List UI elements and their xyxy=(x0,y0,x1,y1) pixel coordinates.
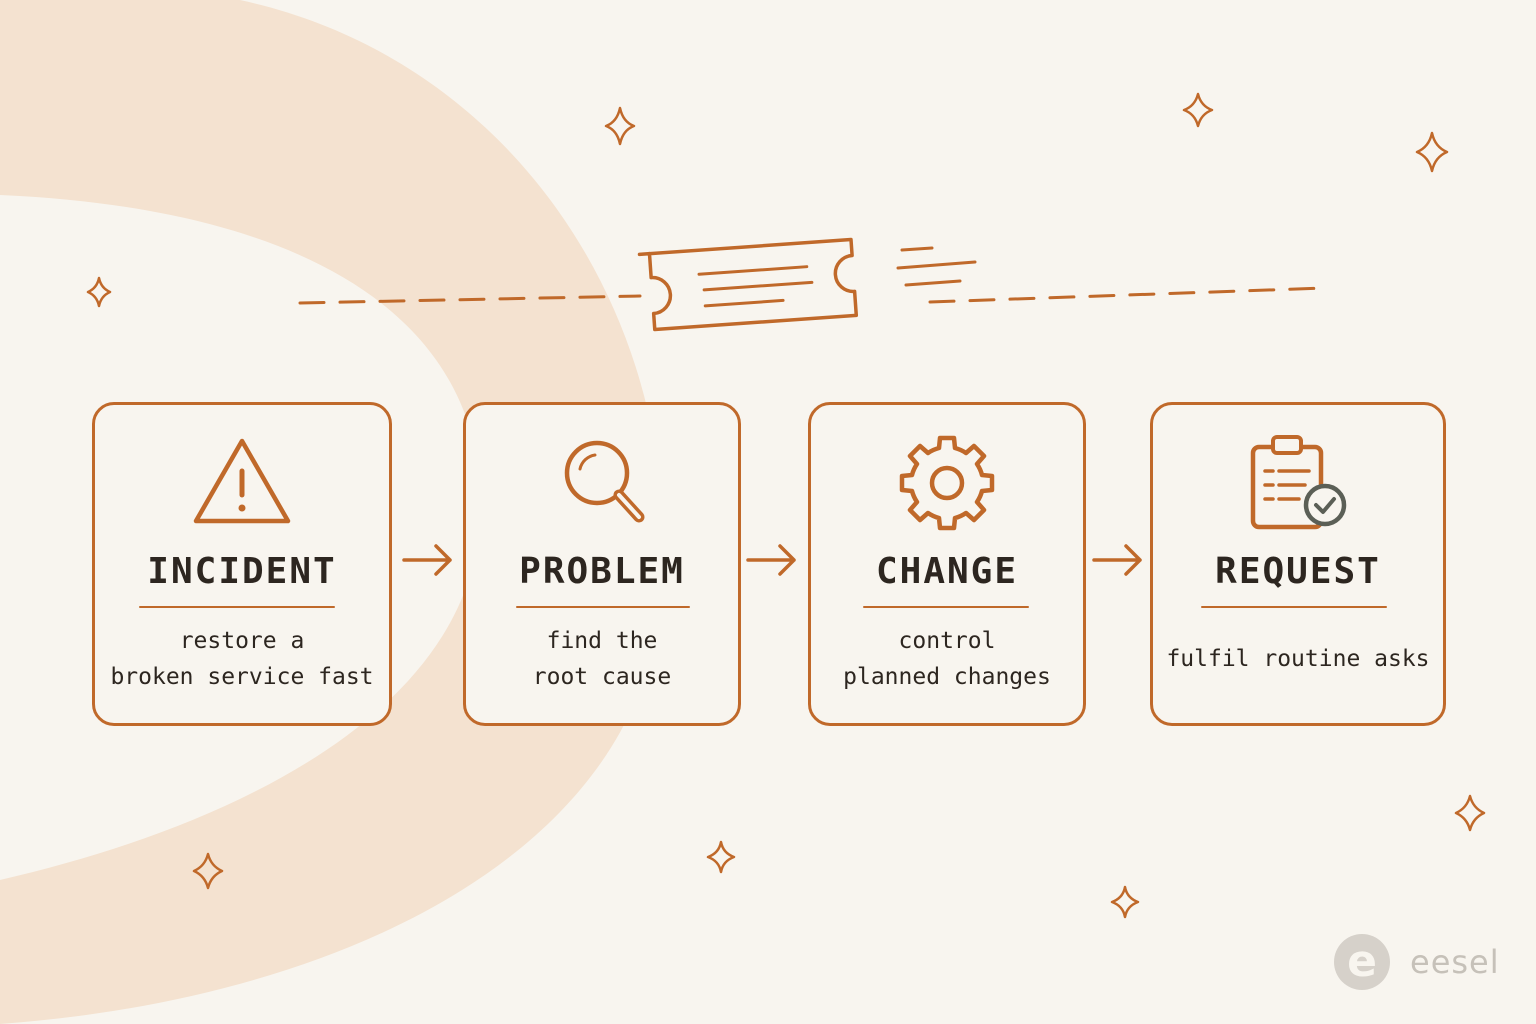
eesel-logo: e xyxy=(1334,934,1390,990)
arrow-right-icon xyxy=(402,544,452,576)
step-title: PROBLEM xyxy=(519,551,685,592)
step-card-change: CHANGE control planned changes xyxy=(808,402,1086,726)
step-card-request: REQUEST fulfil routine asks xyxy=(1150,402,1446,726)
sparkle-icon xyxy=(1454,794,1486,832)
dashed-motion-line-right xyxy=(928,286,1327,304)
step-description: restore a broken service fast xyxy=(95,623,389,695)
arrow-right-icon xyxy=(746,544,796,576)
brand-mark: e eesel xyxy=(1334,934,1500,990)
desc-line: fulfil routine asks xyxy=(1166,646,1430,672)
step-title: INCIDENT xyxy=(147,551,337,592)
gear-icon xyxy=(811,433,1083,533)
desc-line: control xyxy=(898,628,996,654)
sparkle-icon xyxy=(706,840,736,874)
title-underline xyxy=(863,606,1029,608)
ticket-icon xyxy=(637,237,859,332)
step-title: CHANGE xyxy=(875,551,1019,592)
speed-lines xyxy=(896,246,977,287)
warning-triangle-icon xyxy=(95,433,389,533)
desc-line: restore a xyxy=(179,628,305,654)
sparkle-icon xyxy=(604,106,636,146)
step-description: control planned changes xyxy=(811,623,1083,695)
step-title: REQUEST xyxy=(1215,551,1381,592)
title-underline xyxy=(1201,606,1387,608)
clipboard-check-icon xyxy=(1153,433,1443,533)
sparkle-icon xyxy=(1110,885,1140,919)
sparkle-icon xyxy=(1415,131,1449,173)
desc-line: root cause xyxy=(532,664,672,690)
step-description: fulfil routine asks xyxy=(1153,641,1443,677)
brand-name: eesel xyxy=(1410,943,1500,981)
dashed-motion-line-left xyxy=(298,294,642,305)
arrow-right-icon xyxy=(1092,544,1142,576)
sparkle-icon xyxy=(1182,92,1214,128)
sparkles xyxy=(86,92,1486,919)
title-underline xyxy=(516,606,690,608)
sparkle-icon xyxy=(192,852,224,890)
magnifier-icon xyxy=(466,433,738,533)
desc-line: planned changes xyxy=(843,664,1051,690)
step-card-problem: PROBLEM find the root cause xyxy=(463,402,741,726)
background-swoosh xyxy=(0,0,664,1024)
title-underline xyxy=(139,606,335,608)
desc-line: broken service fast xyxy=(110,664,374,690)
desc-line: find the xyxy=(546,628,658,654)
step-description: find the root cause xyxy=(466,623,738,695)
step-card-incident: INCIDENT restore a broken service fast xyxy=(92,402,392,726)
sparkle-icon xyxy=(86,276,112,308)
